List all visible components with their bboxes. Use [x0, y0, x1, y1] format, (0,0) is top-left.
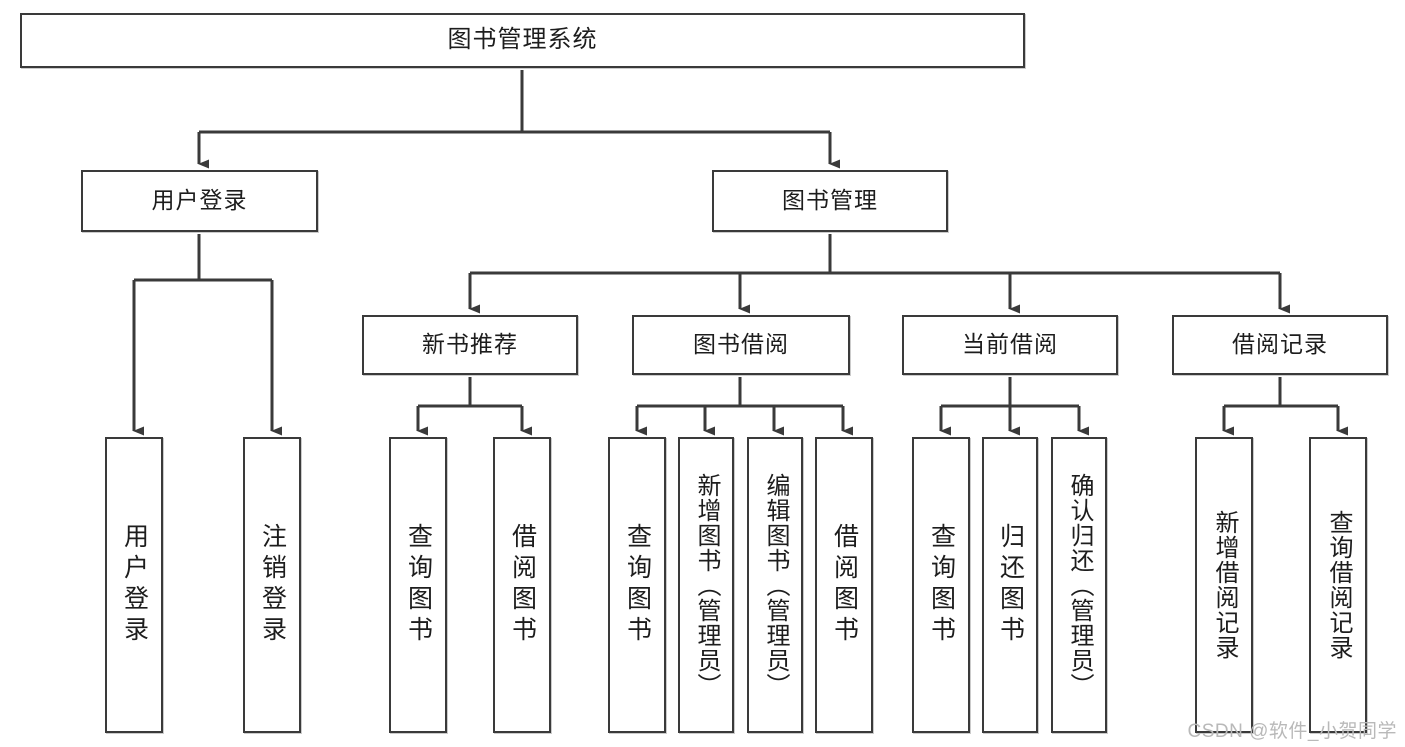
- node-leaf-query-book-3[interactable]: 查询图书: [912, 437, 970, 733]
- node-label: 用户登录: [120, 523, 149, 647]
- node-label: 用户登录: [151, 187, 248, 214]
- node-label: 图书管理系统: [447, 26, 598, 54]
- node-leaf-user-login[interactable]: 用户登录: [105, 437, 163, 733]
- node-leaf-add-book[interactable]: 新增图书（管理员）: [678, 437, 734, 733]
- node-label: 查询图书: [623, 523, 652, 647]
- node-leaf-borrow-book-1[interactable]: 借阅图书: [493, 437, 551, 733]
- node-label: 新书推荐: [422, 331, 518, 358]
- node-label: 编辑图书（管理员）: [762, 472, 789, 698]
- node-label: 查询图书: [927, 523, 956, 647]
- node-leaf-add-record[interactable]: 新增借阅记录: [1195, 437, 1253, 733]
- node-leaf-query-book-1[interactable]: 查询图书: [389, 437, 447, 733]
- node-label: 借阅图书: [508, 523, 537, 647]
- node-label: 借阅记录: [1232, 331, 1328, 358]
- node-label: 图书管理: [782, 187, 878, 214]
- node-label: 归还图书: [996, 523, 1025, 647]
- node-label: 确认归还（管理员）: [1066, 472, 1093, 698]
- node-root-system[interactable]: 图书管理系统: [20, 13, 1025, 68]
- node-label: 新增图书（管理员）: [693, 472, 720, 698]
- node-leaf-borrow-book-2[interactable]: 借阅图书: [815, 437, 873, 733]
- node-borrow-record[interactable]: 借阅记录: [1172, 315, 1388, 375]
- node-leaf-confirm-return[interactable]: 确认归还（管理员）: [1051, 437, 1107, 733]
- node-label: 借阅图书: [830, 523, 859, 647]
- watermark: CSDN @软件_小贺同学: [1187, 721, 1397, 742]
- node-book-borrow[interactable]: 图书借阅: [632, 315, 850, 375]
- node-label: 查询借阅记录: [1325, 510, 1352, 660]
- node-leaf-edit-book[interactable]: 编辑图书（管理员）: [747, 437, 803, 733]
- node-label: 当前借阅: [962, 331, 1058, 358]
- node-leaf-query-book-2[interactable]: 查询图书: [608, 437, 666, 733]
- node-label: 查询图书: [404, 523, 433, 647]
- node-label: 新增借阅记录: [1211, 510, 1238, 660]
- node-label: 注销登录: [258, 523, 287, 647]
- node-leaf-user-logout[interactable]: 注销登录: [243, 437, 301, 733]
- node-new-book-rec[interactable]: 新书推荐: [362, 315, 578, 375]
- node-leaf-query-record[interactable]: 查询借阅记录: [1309, 437, 1367, 733]
- node-user-login[interactable]: 用户登录: [81, 170, 318, 232]
- node-label: 图书借阅: [693, 331, 789, 358]
- node-book-manage[interactable]: 图书管理: [712, 170, 948, 232]
- node-current-borrow[interactable]: 当前借阅: [902, 315, 1118, 375]
- node-leaf-return-book[interactable]: 归还图书: [982, 437, 1038, 733]
